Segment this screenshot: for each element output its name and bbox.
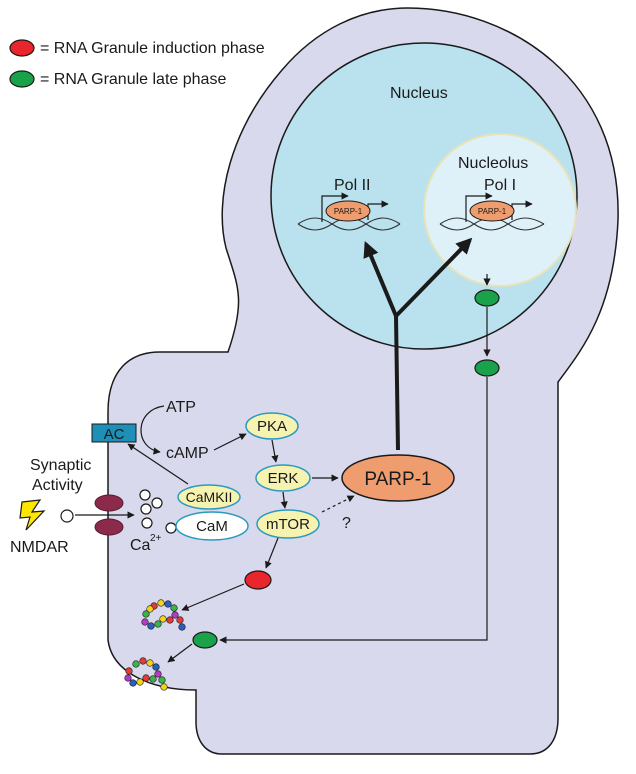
legend-induction-label: = RNA Granule induction phase (40, 40, 265, 57)
pol1-parp1-oval (469, 200, 515, 222)
erk-oval (255, 464, 311, 492)
pol2-label: Pol II (334, 177, 370, 194)
mtor-label: mTOR (266, 516, 310, 533)
unknown-link-question: ? (342, 515, 351, 532)
pol1-promoter-arrow (465, 192, 493, 222)
pol2-dna-strand (297, 217, 401, 231)
camp-to-pka-arrow (213, 433, 247, 451)
pka-node: PKA (245, 412, 299, 440)
erk-node: ERK (255, 464, 311, 492)
lightning-icon (19, 499, 46, 531)
nmdar-subunit-top (94, 494, 124, 512)
cam-to-ac-arrow (127, 443, 189, 485)
cam-label: CaM (196, 518, 228, 535)
nmdar-subunit-bottom (94, 518, 124, 536)
pka-oval (245, 412, 299, 440)
erk-label: ERK (268, 470, 299, 487)
atp-to-camp-curve (140, 405, 165, 455)
glutamate-molecule (60, 509, 74, 523)
mtor-node: mTOR (256, 509, 320, 539)
pol1-gene: Pol I PARP-1 (439, 177, 545, 231)
adenylyl-cyclase-box (91, 423, 137, 443)
rna-granule-cluster-1 (141, 599, 186, 631)
green-granule-to-cluster-arrow (167, 643, 193, 663)
nmdar-label: NMDAR (10, 539, 69, 556)
pol1-dna-strand (439, 217, 545, 231)
pol2-parp1-label: PARP-1 (334, 207, 363, 216)
calcium-label: Ca (130, 537, 151, 554)
ac-label: AC (104, 426, 125, 443)
activity-label: Activity (32, 477, 83, 494)
pol2-promoter-arrow (321, 192, 349, 222)
green-granule-dendrite (192, 631, 218, 649)
rna-granule-cluster-2 (124, 657, 168, 691)
camkii-oval (177, 484, 241, 510)
nucleus-label: Nucleus (390, 85, 448, 102)
calcium-charge: 2+ (150, 533, 162, 544)
legend-red-dot (9, 39, 35, 57)
legend-item-late: = RNA Granule late phase (9, 70, 226, 88)
camp-label: cAMP (166, 445, 209, 462)
red-granule-to-cluster-arrow (181, 583, 245, 611)
atp-label: ATP (166, 399, 196, 416)
legend-green-dot (9, 70, 35, 88)
pol1-parp1-label: PARP-1 (478, 207, 507, 216)
parp1-node: PARP-1 (341, 454, 455, 502)
cam-node: CaM (175, 511, 249, 541)
parp1-arrow-to-pol2 (363, 241, 398, 317)
pka-label: PKA (257, 418, 287, 435)
parp1-label: PARP-1 (364, 469, 431, 490)
red-granule (244, 570, 272, 590)
synaptic-label: Synaptic (30, 457, 91, 474)
parp1-main-stem (394, 315, 400, 451)
nucleolus-label: Nucleolus (458, 155, 528, 172)
pol1-label: Pol I (484, 177, 516, 194)
green-granule-transport-line (219, 377, 488, 644)
cam-oval (175, 511, 249, 541)
legend: = RNA Granule induction phase = RNA Gran… (9, 39, 265, 88)
parp1-oval (341, 454, 455, 502)
green-granule-cytoplasm (474, 359, 500, 377)
mtor-to-red-granule-arrow (265, 537, 279, 569)
pol2-gene: Pol II PARP-1 (297, 177, 401, 231)
mtor-oval (256, 509, 320, 539)
legend-late-label: = RNA Granule late phase (40, 71, 226, 88)
legend-item-induction: = RNA Granule induction phase (9, 39, 265, 57)
pol2-parp1-oval (325, 200, 371, 222)
pka-to-erk-arrow (271, 439, 279, 463)
calcium-ions (139, 489, 177, 534)
camkii-label: CaMKII (186, 489, 233, 505)
camkii-node: CaMKII (177, 484, 241, 510)
erk-to-mtor-arrow (280, 491, 288, 509)
green-granule-nucleus (474, 289, 500, 307)
parp1-arrow-to-pol1 (394, 237, 473, 318)
